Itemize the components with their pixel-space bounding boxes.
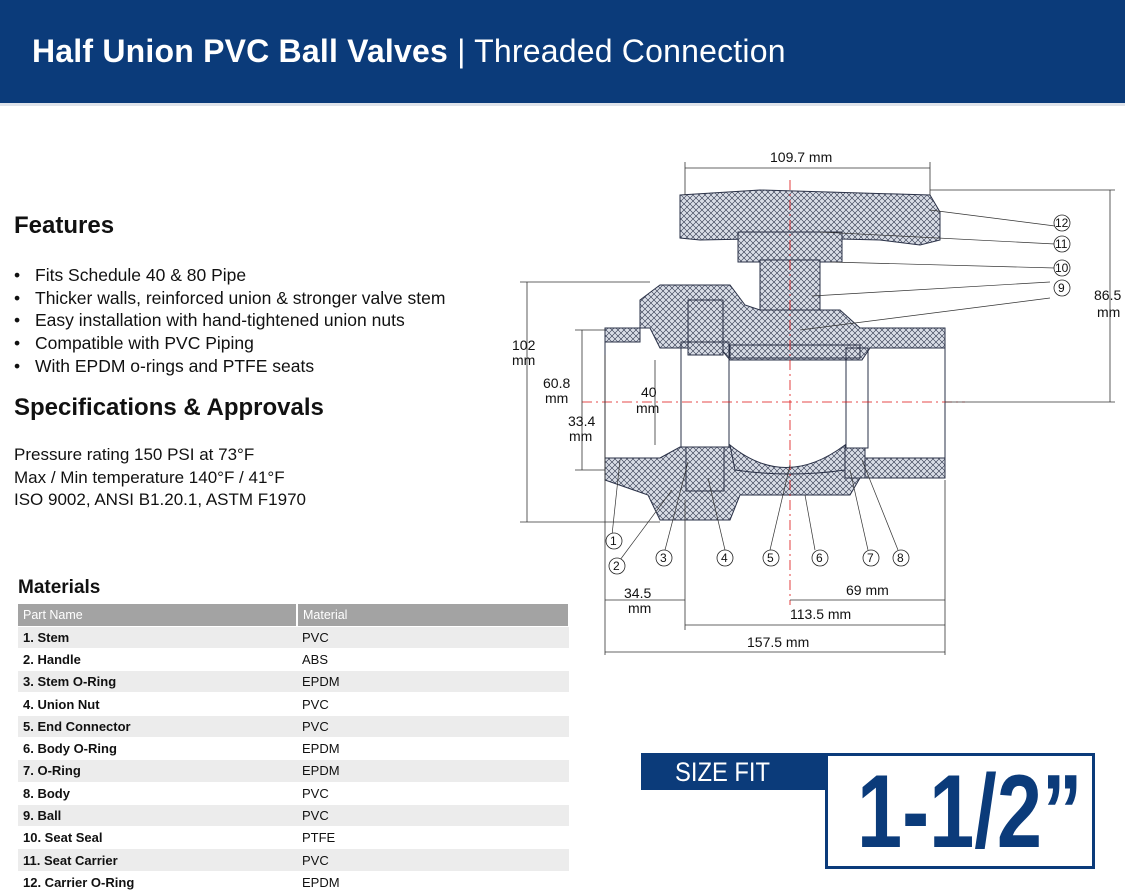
dim-end-od-unit: mm [545,390,568,406]
svg-text:12: 12 [1055,216,1069,230]
body-lower-shape [604,446,946,521]
dim-overall-length: 157.5 mm [747,634,809,650]
svg-text:10: 10 [1055,261,1069,275]
feature-item: •Compatible with PVC Piping [14,333,254,354]
size-fit-label: SIZE FIT [675,757,771,787]
dim-height-above-center-unit: mm [1097,304,1120,320]
svg-text:9: 9 [1058,281,1065,295]
feature-item: •Fits Schedule 40 & 80 Pipe [14,265,247,285]
table-header-row: Part Name Material [18,604,570,626]
ball-top-shape [729,344,861,359]
svg-text:4: 4 [721,551,728,565]
spec-temperature: Max / Min temperature 140°F / 41°F [14,467,285,487]
specifications-list: Pressure rating 150 PSI at 73°F Max / Mi… [14,444,306,512]
column-header-part: Part Name [18,604,298,626]
dim-half-length: 69 mm [846,582,889,598]
callout-1: 1 [605,532,623,550]
seat-left-lower-shape [685,446,725,492]
column-header-material: Material [297,604,570,626]
features-heading: Features [14,212,115,239]
dim-bore: 40 [641,384,657,400]
valve-cross-section-diagram: 109.7 mm 86.5 mm 102 mm 60.8 mm 40 mm 33… [512,149,1121,655]
size-fit-box: 1-1/2” [825,753,1095,869]
spec-pressure: Pressure rating 150 PSI at 73°F [14,445,255,464]
callout-8: 8 [892,549,910,567]
bullet-icon: • [14,333,21,354]
seat-left-shape [687,299,724,356]
size-fit-band [641,753,831,790]
spec-standards: ISO 9002, ANSI B1.20.1, ASTM F1970 [14,490,306,509]
page-title: Half Union PVC Ball Valves | Threaded Co… [32,33,786,70]
callout-3: 3 [655,549,673,567]
seat-right-shape [844,447,866,479]
title-connection: Threaded Connection [474,33,786,69]
dim-pipe-id: 33.4 [568,413,595,429]
svg-text:3: 3 [660,551,667,565]
dim-end-od: 60.8 [543,375,570,391]
features-list: •Fits Schedule 40 & 80 Pipe •Thicker wal… [14,264,445,378]
svg-text:2: 2 [613,559,620,573]
callout-6: 6 [811,549,829,567]
callout-5: 5 [762,549,780,567]
svg-text:1: 1 [610,534,617,548]
callout-7: 7 [862,549,880,567]
dim-height-above-center: 86.5 [1094,287,1121,303]
feature-item: •Thicker walls, reinforced union & stron… [14,287,446,308]
specifications-heading: Specifications & Approvals [14,394,324,421]
svg-text:8: 8 [897,551,904,565]
header-banner: Half Union PVC Ball Valves | Threaded Co… [0,0,1125,106]
callout-4: 4 [716,549,734,567]
bullet-icon: • [14,310,21,331]
handle-shape [679,189,941,246]
size-fit-value: 1-1/2” [857,754,1083,870]
title-separator: | [448,33,475,69]
feature-item: •Easy installation with hand-tightened u… [14,310,405,331]
bullet-icon: • [14,355,21,376]
svg-text:7: 7 [867,551,874,565]
dim-body-length: 113.5 mm [790,606,851,622]
dim-overall-height: 102 [512,337,536,353]
bullet-icon: • [14,287,21,308]
dim-overall-height-unit: mm [512,352,535,368]
materials-heading: Materials [18,577,101,598]
bullet-icon: • [14,265,21,285]
callout-10: 10 [1053,259,1071,277]
title-product: Half Union PVC Ball Valves [32,33,448,69]
dim-bore-unit: mm [636,400,659,416]
svg-text:6: 6 [816,551,823,565]
dim-pipe-id-unit: mm [569,428,592,444]
callout-2: 2 [608,557,626,575]
svg-text:5: 5 [767,551,774,565]
dim-socket-depth: 34.5 [624,585,651,601]
dim-handle-width: 109.7 mm [770,149,832,165]
callout-12: 12 [1053,214,1071,232]
feature-item: •With EPDM o-rings and PTFE seats [14,355,315,376]
svg-text:11: 11 [1055,237,1068,251]
callout-9: 9 [1053,279,1071,297]
ball-shape [729,443,846,475]
callout-11: 11 [1053,235,1071,253]
dim-socket-depth-unit: mm [628,600,651,616]
